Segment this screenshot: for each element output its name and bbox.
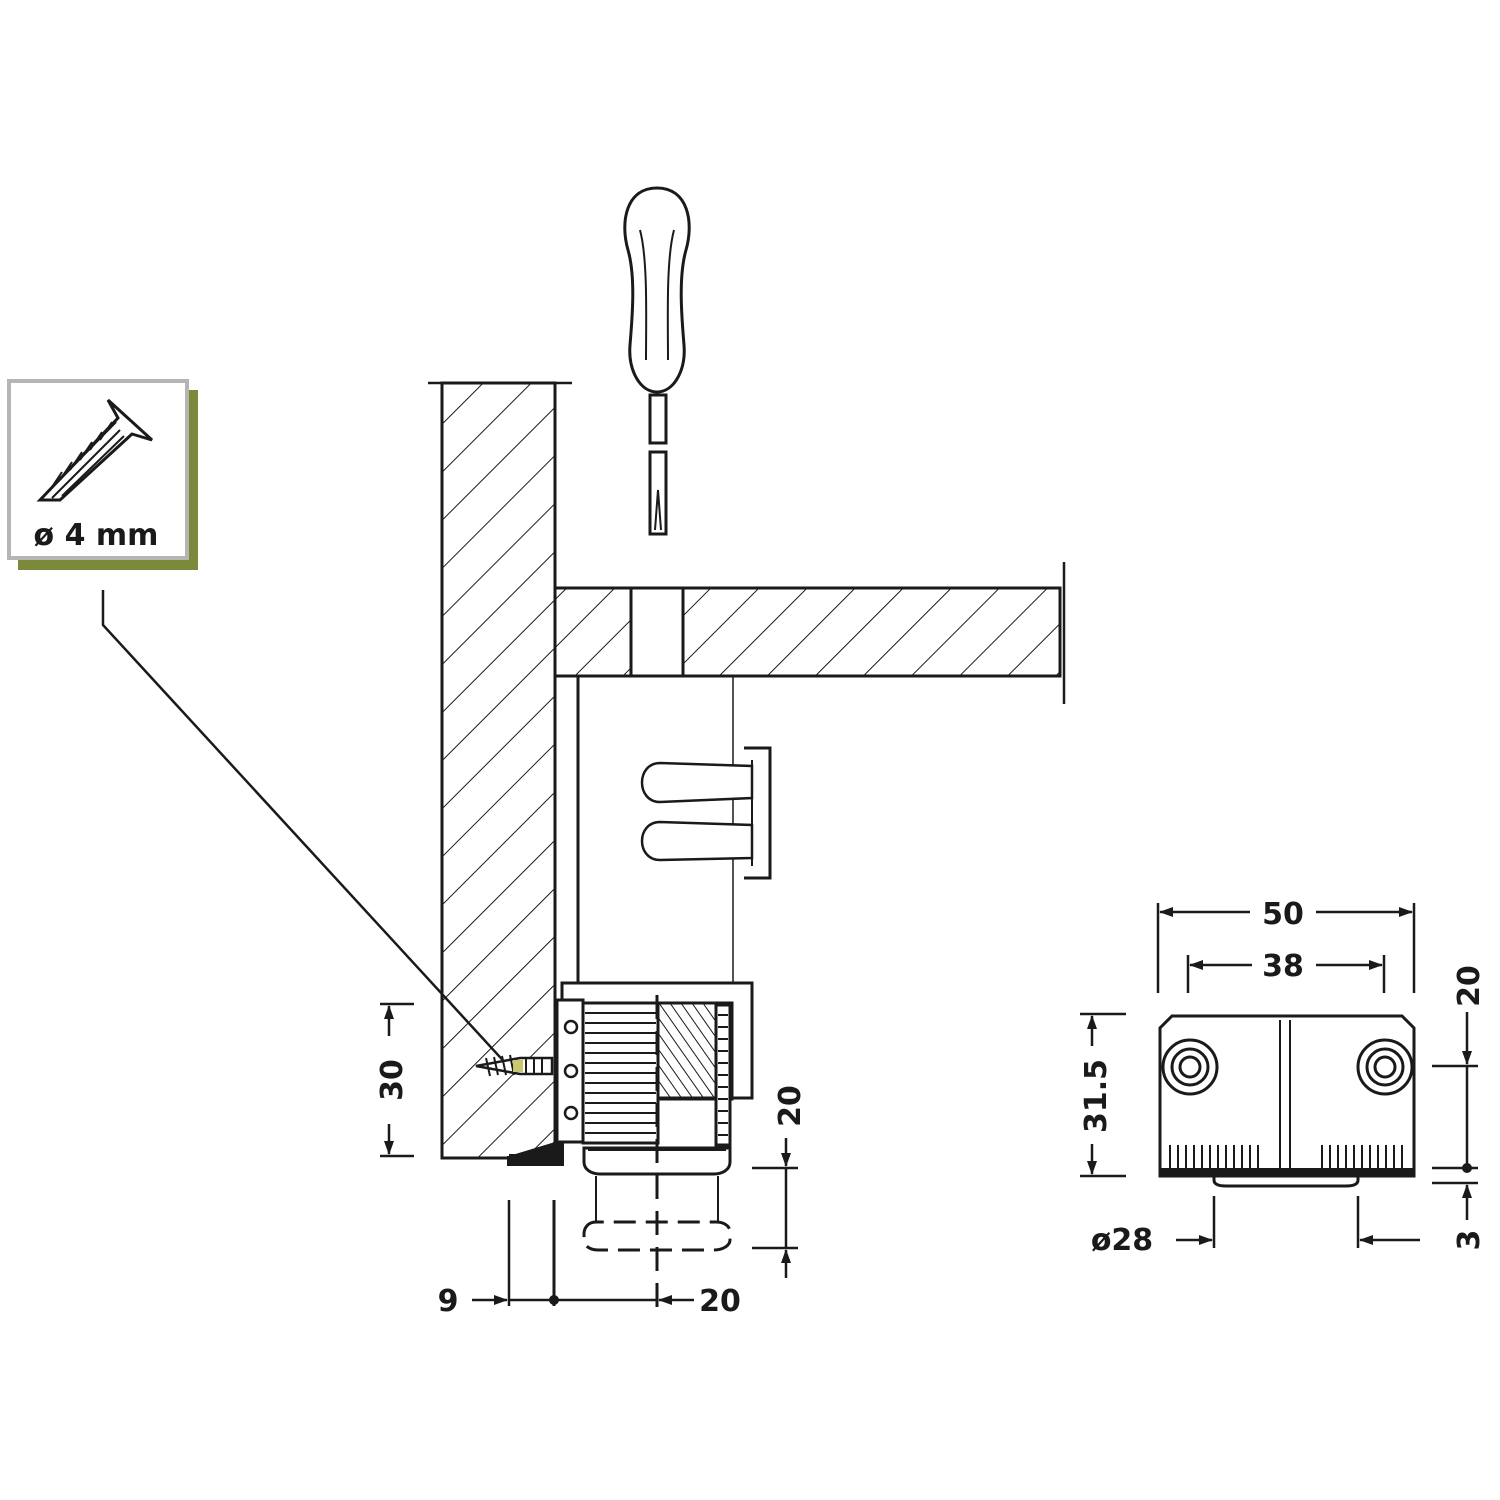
mount-hole [563,1063,579,1079]
screw-badge: ø 4 mm [7,379,198,570]
dimension-30: 30 [375,1002,414,1158]
side-panel [428,381,572,1160]
dim-28-label: ø28 [1091,1223,1153,1258]
screw-badge-frame [7,379,189,560]
dim-31-5-label: 31.5 [1079,1059,1114,1133]
dimension-38: 38 [1186,949,1386,993]
dim-3-label: 3 [1452,1230,1487,1251]
clip-detail [640,746,772,880]
dimension-50: 50 [1156,897,1416,993]
dimension-20-vertical: 20 [752,1085,808,1278]
dim-9-label: 9 [438,1284,459,1319]
shelf-panel [553,562,1066,704]
screwdriver-icon [623,186,691,536]
dimension-31-5: 31.5 [1079,1012,1126,1178]
front-view [1158,1014,1416,1188]
dim-20-horizontal-label: 20 [699,1284,741,1319]
front-mount-hole [1356,1038,1414,1096]
screw [475,1054,554,1077]
dimension-28: ø28 [1091,1196,1420,1258]
dimension-9-20: 9 20 [438,1200,741,1319]
mount-hole [563,1019,579,1035]
drill-hole [629,586,685,678]
screw-icon [36,398,154,502]
leader-line [101,590,511,1069]
front-mount-hole [1161,1038,1219,1096]
dim-20-front-label: 20 [1452,965,1487,1007]
dim-20-vertical-label: 20 [773,1085,808,1127]
dim-30-label: 30 [375,1059,410,1101]
mount-hole [563,1105,579,1121]
dim-50-label: 50 [1262,897,1304,932]
levelling-foot [507,981,754,1310]
dimension-20-3: 20 3 [1432,965,1487,1250]
dim-38-label: 38 [1262,949,1304,984]
screw-size-label: ø 4 mm [34,518,159,553]
